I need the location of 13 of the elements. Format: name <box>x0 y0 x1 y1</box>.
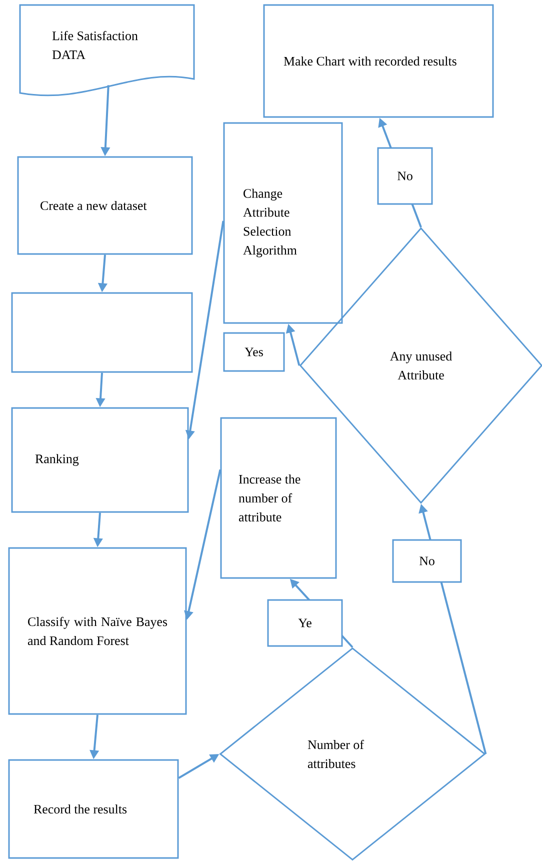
process-box: Ranking <box>11 407 189 513</box>
process-box: Create a new dataset <box>17 156 193 255</box>
process-box: Make Chart with recorded results <box>263 4 494 118</box>
process-box: Increase the number of attribute <box>220 417 337 579</box>
process-box: Classify with Naïve Bayes and Random Forest <box>8 547 187 715</box>
edge-label: Ye <box>267 599 343 647</box>
process-box <box>11 292 193 373</box>
process-box: Record the results <box>8 759 179 859</box>
edge-label: No <box>377 147 433 205</box>
edge-label: No <box>392 539 462 583</box>
document-box: Life Satisfaction DATA <box>19 4 195 96</box>
process-box: Change Attribute Selection Algorithm <box>223 122 343 324</box>
edge-label: Yes <box>223 332 285 372</box>
